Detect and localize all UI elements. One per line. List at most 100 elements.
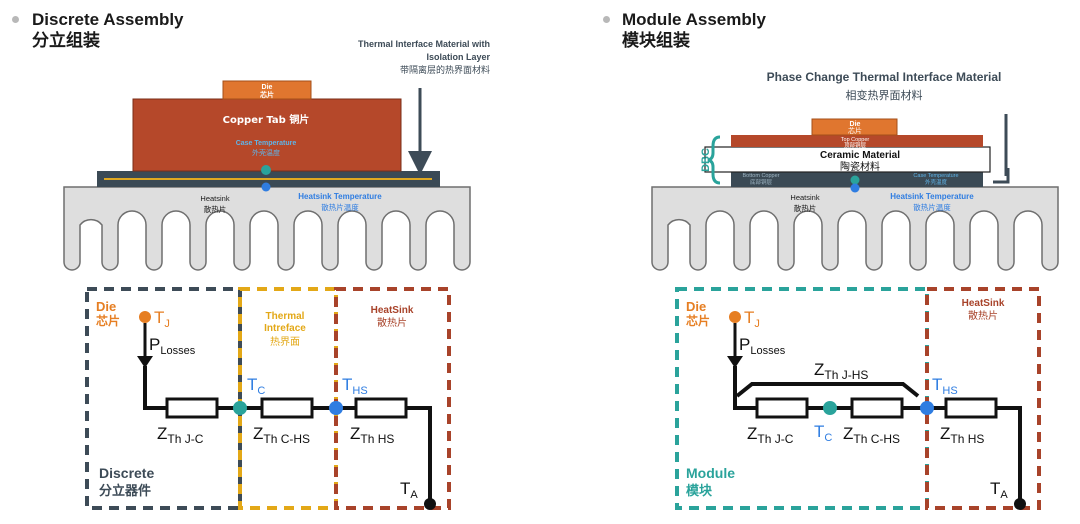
- left-case-temp-dot: [261, 165, 271, 175]
- right-pcm-en: Phase Change Thermal Interface Material: [767, 70, 1002, 84]
- left-heatsink-zh: 散热片: [204, 204, 227, 214]
- left-heatsink-c-en: HeatSink: [371, 305, 414, 316]
- right-heatsink-en: Heatsink: [790, 193, 819, 202]
- right-heatsink-temp-en: Heatsink Temperature: [890, 192, 974, 201]
- left-heatsink-box: [334, 287, 451, 510]
- left-p-label: PLosses: [149, 335, 196, 357]
- left-title-en: Discrete Assembly: [32, 10, 184, 29]
- left-interface-label-2: Isolation Layer: [426, 52, 490, 62]
- left-bullet-icon: [12, 16, 19, 23]
- right-heatsink: [651, 186, 1059, 271]
- right-pcm-zh: 相变热界面材料: [846, 88, 923, 102]
- right-bullet-icon: [603, 16, 610, 23]
- left-heatsink-en: Heatsink: [200, 194, 229, 203]
- left-discrete-box: [85, 287, 242, 510]
- right-p-label: PLosses: [739, 335, 786, 357]
- left-heatsink-temp-zh: 散热片温度: [321, 202, 359, 212]
- right-title-en: Module Assembly: [622, 10, 766, 29]
- left-die: [222, 80, 312, 100]
- left-z2-resistor: [260, 397, 314, 419]
- right-z3-label: ZTh HS: [940, 424, 984, 446]
- right-case-temp-dot: [850, 175, 860, 185]
- left-copper-tab: [132, 98, 402, 172]
- right-c-die-zh: 芯片: [686, 313, 710, 328]
- right-top-copper: [731, 135, 983, 147]
- left-z1-label: ZTh J-C: [157, 424, 204, 446]
- left-heatsink-temp-dot: [261, 182, 271, 192]
- right-ceramic-en: Ceramic Material: [820, 150, 900, 161]
- left-tc-label: TC: [247, 375, 265, 397]
- left-c-die-zh: 芯片: [96, 313, 120, 328]
- right-z1-resistor: [755, 397, 809, 419]
- right-heatsink-temp-dot: [850, 183, 860, 193]
- right-zjhs-bracket: [735, 382, 920, 398]
- left-ths-label: THS: [342, 375, 368, 397]
- left-interface-label-1: Thermal Interface Material with: [358, 39, 490, 49]
- left-z1-resistor: [165, 397, 219, 419]
- left-ths-node: [329, 401, 343, 415]
- right-pcm-arrowhead: [993, 168, 1010, 184]
- left-die-zh: 芯片: [260, 90, 274, 99]
- right-z2-resistor: [850, 397, 904, 419]
- left-ta-node: [424, 498, 436, 510]
- right-ths-label: THS: [932, 375, 958, 397]
- right-group-en: Module: [686, 465, 735, 481]
- left-thermal-en-1: Thermal: [266, 311, 305, 322]
- left-title: Discrete Assembly 分立组装: [32, 9, 184, 51]
- right-title-zh: 模块组装: [622, 31, 690, 50]
- left-heatsink-c-zh: 散热片: [377, 316, 407, 329]
- right-ceramic-zh: 陶瓷材料: [840, 160, 880, 173]
- right-tc-label: TC: [814, 422, 832, 444]
- left-c-die-en: Die: [96, 299, 116, 314]
- left-ta-label: TA: [400, 479, 418, 501]
- right-dbc-label: DBC: [700, 148, 712, 172]
- right-heatsink-c-zh: 散热片: [968, 309, 998, 322]
- left-die-en: Die: [262, 84, 273, 91]
- left-tj-node: [139, 311, 151, 323]
- left-case-temp-en: Case Temperature: [236, 140, 297, 147]
- right-zjhs-label: ZTh J-HS: [814, 360, 868, 382]
- left-case-temp-zh: 外壳温度: [252, 148, 280, 157]
- left-copper-label: Copper Tab 铜片: [223, 113, 310, 126]
- right-tc-node: [823, 401, 837, 415]
- right-z1-label: ZTh J-C: [747, 424, 794, 446]
- left-tj-label: TJ: [154, 308, 170, 330]
- right-ta-node: [1014, 498, 1026, 510]
- left-z3-resistor: [354, 397, 408, 419]
- right-bottom-copper-zh: 底部铜层: [750, 178, 773, 186]
- right-die-zh: 芯片: [848, 126, 862, 135]
- right-tj-node: [729, 311, 741, 323]
- right-tj-label: TJ: [744, 308, 760, 330]
- right-z2-label: ZTh C-HS: [843, 424, 900, 446]
- right-die-en: Die: [850, 121, 861, 128]
- right-ths-node: [920, 401, 934, 415]
- right-top-copper-zh: 顶部铜层: [844, 141, 867, 149]
- left-interface-label-zh: 带隔离层的热界面材料: [400, 64, 490, 76]
- left-title-zh: 分立组装: [32, 31, 100, 50]
- left-group-en: Discrete: [99, 465, 154, 481]
- right-ta-label: TA: [990, 479, 1008, 501]
- right-heatsink-c-en: HeatSink: [962, 298, 1005, 309]
- right-heatsink-box: [925, 287, 1041, 510]
- left-tc-node: [233, 401, 247, 415]
- right-heatsink-zh: 散热片: [794, 203, 817, 213]
- left-heatsink: [63, 186, 471, 271]
- right-dbc-brace-icon: [707, 135, 721, 185]
- left-z3-label: ZTh HS: [350, 424, 394, 446]
- right-title: Module Assembly 模块组装: [622, 9, 766, 51]
- right-bottom-copper-en: Bottom Copper: [743, 173, 780, 179]
- right-case-temp-zh: 外壳温度: [925, 178, 948, 186]
- right-heatsink-temp-zh: 散热片温度: [913, 202, 951, 212]
- right-ceramic: [704, 146, 991, 173]
- right-case-temp-en: Case Temperature: [913, 173, 958, 179]
- left-thermal-en-2: Intreface: [264, 323, 306, 334]
- right-die: [811, 118, 898, 136]
- left-z2-label: ZTh C-HS: [253, 424, 310, 446]
- left-heatsink-temp-en: Heatsink Temperature: [298, 192, 382, 201]
- right-top-copper-en: Top Copper: [841, 137, 870, 143]
- right-power-arrowhead: [727, 356, 743, 368]
- left-power-arrowhead: [137, 356, 153, 368]
- right-z3-resistor: [944, 397, 998, 419]
- right-c-die-en: Die: [686, 299, 706, 314]
